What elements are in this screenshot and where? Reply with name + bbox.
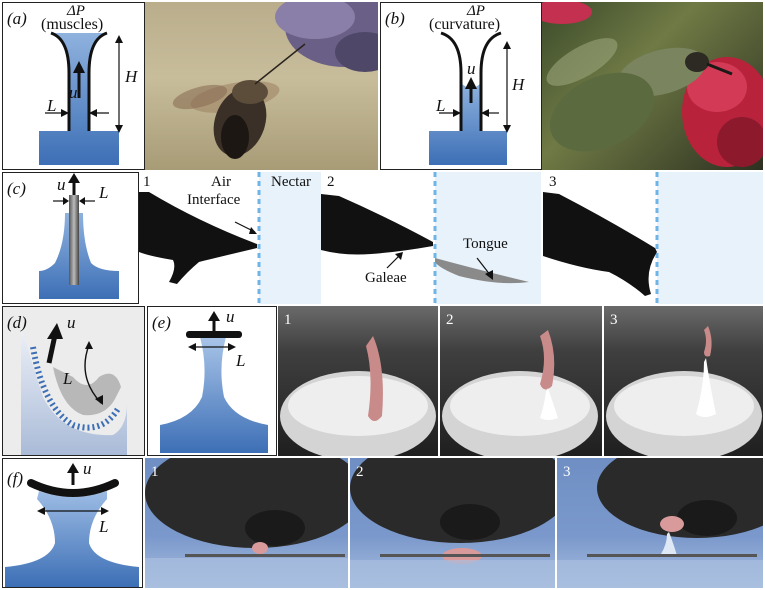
panel-a-u: u: [69, 83, 78, 102]
interface-label: Interface: [187, 192, 241, 208]
panel-b-u: u: [467, 59, 476, 78]
dog-frame-2-label: 2: [356, 464, 364, 480]
panel-e-tag: (e): [152, 313, 171, 332]
capillary-muscle-diagram: [39, 31, 123, 165]
panel-a-cause: (muscles): [41, 16, 104, 33]
panel-e-u: u: [226, 307, 235, 326]
cat-frame-1-label: 1: [284, 312, 292, 328]
panel-f-tag: (f): [7, 469, 24, 488]
panel-f-u: u: [83, 459, 92, 478]
galeae-frame-3-label: 3: [549, 174, 557, 190]
panel-a-tag: (a): [7, 9, 27, 28]
panel-f-L: L: [99, 517, 109, 536]
galeae-sequence: 1 2 3 Air Interface Nectar Tongue Galeae: [139, 172, 763, 304]
panel-f-diagram: (f) u L: [2, 458, 143, 588]
galeae-frame-1-label: 1: [143, 174, 151, 190]
hummingbird-feeding-photo: [542, 2, 763, 170]
panel-a-L: L: [47, 96, 57, 115]
dog-frame-1-label: 1: [151, 464, 159, 480]
panel-b-H: H: [512, 75, 525, 94]
panel-a-H: H: [125, 67, 138, 86]
cat-frame-2-label: 2: [446, 312, 454, 328]
panel-e-diagram: (e) u L: [147, 306, 277, 456]
cat-lapping-frame-3: 3: [604, 306, 763, 456]
capillary-curvature-diagram: [429, 31, 511, 165]
panel-c-u: u: [57, 175, 66, 194]
panel-a-diagram: (a) ΔP (muscles) u H L: [2, 2, 145, 170]
panel-b-tag: (b): [385, 9, 405, 28]
tongue-label: Tongue: [463, 236, 508, 252]
galeae-frame-2-label: 2: [327, 174, 335, 190]
bridge-diagram: [5, 463, 139, 587]
air-label: Air: [211, 174, 231, 190]
panel-b-diagram: (b) ΔP (curvature) u H L: [380, 2, 542, 170]
panel-d-u: u: [67, 313, 76, 332]
cat-frame-3-label: 3: [610, 312, 618, 328]
panel-d-L: L: [63, 369, 73, 388]
galeae-label: Galeae: [365, 270, 407, 286]
dog-lapping-frame-1: 1: [145, 458, 348, 588]
tongue-rod-diagram: [39, 173, 119, 299]
disk-column-diagram: [160, 311, 268, 453]
panel-e-L: L: [236, 351, 246, 370]
panel-d-tag: (d): [7, 313, 27, 332]
panel-c-L: L: [99, 183, 109, 202]
panel-b-delta-p: ΔP: [467, 3, 485, 19]
cat-lapping-frame-1: 1: [278, 306, 438, 456]
moth-feeding-photo: [145, 2, 378, 170]
cat-lapping-frame-2: 2: [440, 306, 602, 456]
nectar-label: Nectar: [271, 174, 311, 190]
panel-c-diagram: (c) u L: [2, 172, 139, 304]
dog-lapping-frame-2: 2: [350, 458, 555, 588]
dog-lapping-frame-3: 3: [557, 458, 763, 588]
panel-d-diagram: (d) u L: [2, 306, 145, 456]
panel-a-delta-p: ΔP: [67, 3, 85, 19]
dog-frame-3-label: 3: [563, 464, 571, 480]
panel-c-tag: (c): [7, 179, 26, 198]
panel-b-cause: (curvature): [429, 16, 501, 33]
panel-b-L: L: [436, 96, 446, 115]
cat-tongue-diagram: [3, 307, 144, 455]
